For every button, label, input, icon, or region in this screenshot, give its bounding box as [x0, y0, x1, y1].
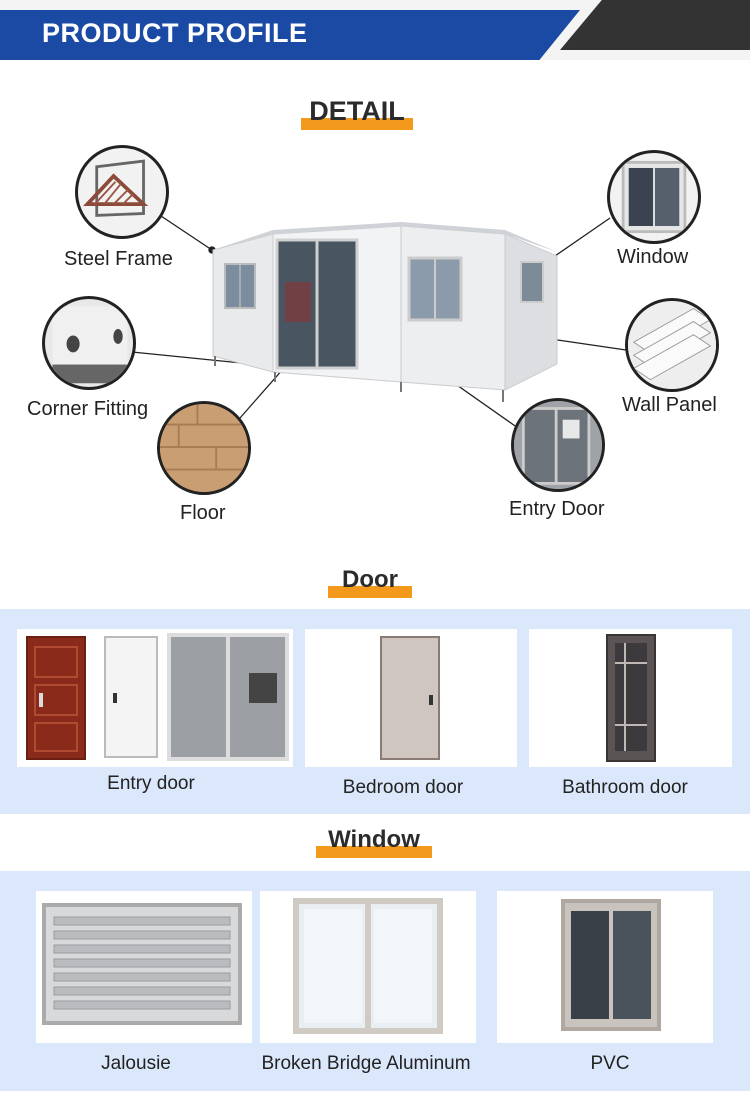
window-title-text: Window: [328, 826, 420, 853]
container-house-image: [212, 222, 558, 402]
jalousie-card: [36, 891, 252, 1043]
corner-fitting-label: Corner Fitting: [27, 398, 149, 420]
pvc-card: [497, 891, 713, 1043]
bathroom-door-card: [529, 629, 732, 767]
bedroom-door-caption: Bedroom door: [342, 777, 464, 798]
header-dark-band: [560, 0, 750, 50]
steel-frame-icon: [83, 159, 149, 217]
entry-door-circle: [511, 398, 605, 492]
broken-bridge-card: [260, 891, 476, 1043]
broken-bridge-caption: Broken Bridge Aluminum: [261, 1053, 471, 1074]
detail-title: DETAIL: [301, 96, 413, 132]
wall-panel-icon: [628, 301, 716, 389]
corner-fitting-circle: [42, 296, 136, 390]
line-steel-frame: [157, 213, 213, 251]
header-blue-band: [0, 10, 580, 60]
window-band: Jalousie Broken Bridge Aluminum PVC: [0, 871, 750, 1091]
jalousie-caption: Jalousie: [101, 1053, 171, 1074]
broken-bridge-image: [293, 898, 443, 1034]
detail-title-underline: [301, 118, 413, 130]
page-title: PRODUCT PROFILE: [42, 18, 308, 48]
jalousie-image: [42, 903, 242, 1025]
wall-panel-label: Wall Panel: [622, 394, 717, 416]
door-title-text: Door: [342, 566, 398, 593]
steel-frame-circle: [75, 145, 169, 239]
window-label: Window: [617, 246, 689, 268]
floor-icon: [160, 404, 248, 492]
entry-door-detail-icon: [514, 401, 602, 489]
pvc-caption: PVC: [590, 1053, 630, 1074]
entry-door-image: [26, 633, 289, 761]
entry-door-card: [17, 629, 293, 767]
floor-label: Floor: [180, 502, 226, 524]
corner-fitting-icon: [52, 306, 128, 384]
bathroom-door-image: [606, 634, 656, 762]
wall-panel-circle: [625, 298, 719, 392]
bathroom-door-caption: Bathroom door: [562, 777, 688, 798]
entry-door-label: Entry Door: [509, 498, 605, 520]
floor-circle: [157, 401, 251, 495]
window-detail-icon: [621, 160, 687, 234]
door-title-underline: [328, 586, 412, 598]
bedroom-door-card: [305, 629, 517, 767]
pvc-image: [561, 899, 661, 1031]
window-title: Window: [316, 826, 432, 860]
header: PRODUCT PROFILE: [0, 0, 750, 60]
entry-door-caption: Entry door: [107, 773, 195, 794]
detail-title-text: DETAIL: [309, 96, 405, 126]
window-circle: [607, 150, 701, 244]
steel-frame-label: Steel Frame: [64, 248, 173, 270]
window-title-underline: [316, 846, 432, 858]
bedroom-door-image: [380, 636, 440, 760]
door-title: Door: [328, 566, 412, 600]
door-band: Entry door Bedroom door Bathroom door: [0, 609, 750, 814]
